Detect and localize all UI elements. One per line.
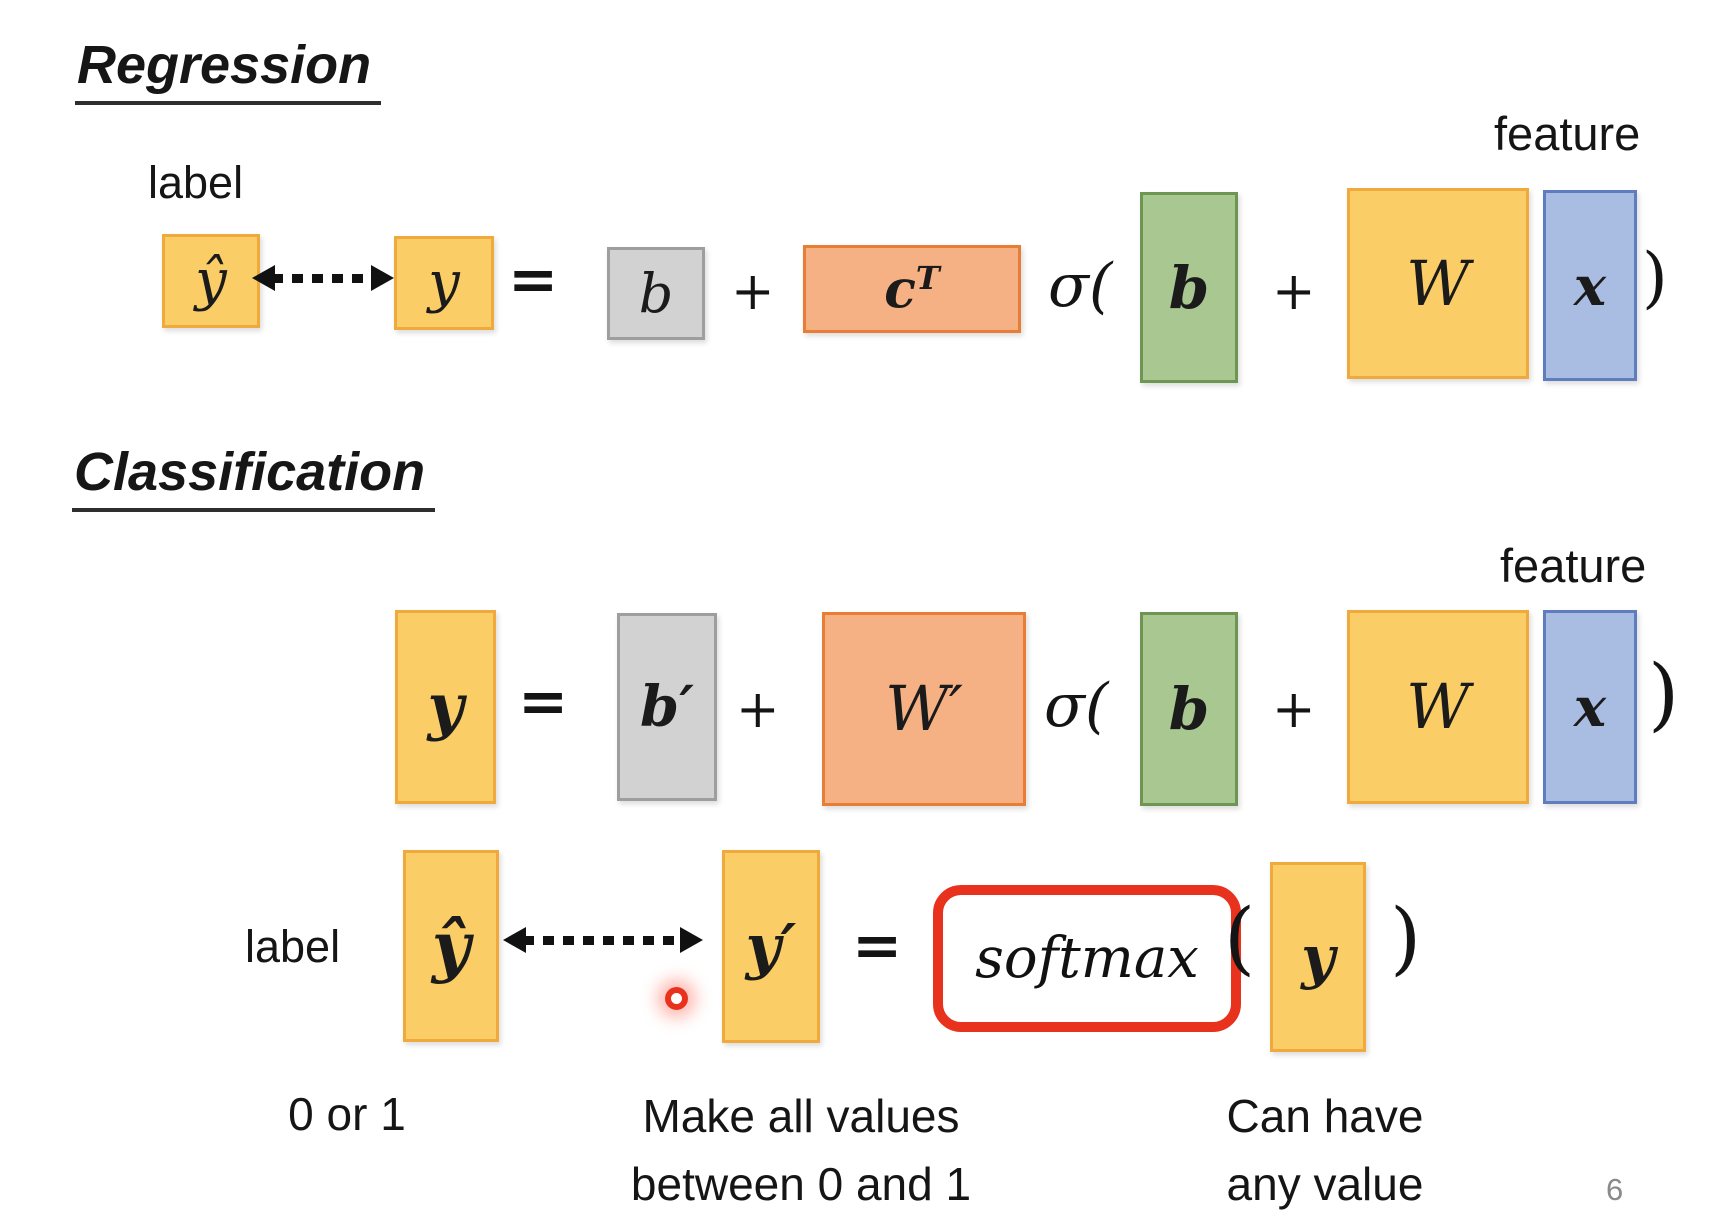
regression-b-vector-symbol: b: [1168, 253, 1210, 322]
softmax-y-input-box: y: [1270, 862, 1366, 1052]
regression-yhat-box: ŷ: [162, 234, 260, 328]
classification-w-prime-symbol: W′: [885, 672, 963, 745]
classification-x-vector-box: x: [1543, 610, 1637, 804]
classification-y-box: y: [395, 610, 496, 804]
page-number: 6: [1606, 1172, 1624, 1207]
softmax-equals-sign: =: [852, 911, 903, 981]
caption-zero-or-one: 0 or 1: [288, 1088, 406, 1140]
classification-b-prime-symbol: b′: [640, 674, 694, 740]
regression-feature-caption: feature: [1494, 107, 1641, 160]
arrow-left-head-icon: [252, 265, 275, 291]
arrow-dashed-line: [272, 273, 374, 283]
classification-y-symbol: y: [427, 670, 464, 743]
arrow-right-head-icon: [680, 927, 703, 953]
regression-y-box: y: [394, 236, 494, 330]
classification-plus-sign: +: [736, 680, 780, 740]
classification-b-vector-symbol: b: [1168, 675, 1210, 743]
softmax-function-label: softmax: [975, 925, 1199, 991]
classification-b-vector-box: b: [1140, 612, 1238, 806]
softmax-y-prime-symbol: y′: [745, 911, 797, 982]
regression-w-symbol: W: [1406, 246, 1470, 320]
classification-section-header: Classification: [72, 441, 436, 513]
regression-x-vector-box: x: [1543, 190, 1637, 381]
softmax-highlight-outline: softmax: [933, 885, 1241, 1032]
softmax-compare-arrow: [503, 926, 703, 954]
caption-can-have-line2: any value: [1226, 1158, 1424, 1211]
regression-yhat-symbol: ŷ: [195, 248, 227, 313]
classification-w-symbol: W: [1406, 670, 1470, 743]
softmax-y-input-symbol: y: [1301, 923, 1335, 991]
regression-y-symbol: y: [428, 250, 460, 315]
laser-pointer-dot: [665, 987, 688, 1010]
classification-equals-sign: =: [518, 667, 569, 737]
regression-paren-close: ): [1642, 239, 1668, 316]
softmax-paren-close: ): [1390, 891, 1422, 984]
regression-w-matrix-box: W: [1347, 188, 1529, 379]
classification-x-symbol: x: [1573, 675, 1607, 739]
softmax-paren-open: (: [1224, 891, 1256, 984]
regression-ct-vector-box: cT: [803, 245, 1021, 333]
classification-title: Classification: [72, 441, 436, 513]
softmax-y-prime-box: y′: [722, 850, 820, 1043]
classification-feature-caption: feature: [1500, 539, 1647, 592]
caption-can-have-any-value: Can have any value: [1160, 1082, 1490, 1218]
regression-plus-sign: +: [731, 262, 775, 322]
regression-section-header: Regression: [75, 34, 382, 106]
regression-ct-symbol: cT: [884, 258, 940, 321]
regression-title: Regression: [75, 34, 382, 106]
arrow-left-head-icon: [503, 927, 526, 953]
caption-make-all-values-line1: Make all values: [642, 1090, 960, 1142]
regression-sigma-open: σ(: [1048, 251, 1113, 321]
caption-make-all-values: Make all values between 0 and 1: [601, 1082, 1001, 1218]
arrow-right-head-icon: [371, 265, 394, 291]
caption-can-have-line1: Can have: [1226, 1090, 1424, 1142]
classification-b-prime-box: b′: [617, 613, 717, 801]
regression-bias-b-symbol: b: [638, 261, 674, 325]
arrow-dashed-line: [523, 935, 683, 945]
regression-compare-arrow: [252, 264, 394, 292]
regression-equals-sign: =: [508, 245, 559, 315]
regression-label-caption: label: [148, 157, 244, 208]
caption-make-all-values-line2: between 0 and 1: [630, 1158, 972, 1211]
regression-x-symbol: x: [1573, 253, 1607, 318]
classification-paren-close: ): [1648, 647, 1680, 740]
softmax-yhat-box: ŷ: [403, 850, 499, 1042]
classification-sigma-open: σ(: [1044, 671, 1109, 741]
classification-w-prime-box: W′: [822, 612, 1026, 806]
classification-label-caption: label: [245, 921, 341, 972]
classification-w-matrix-box: W: [1347, 610, 1529, 804]
regression-bias-b-box: b: [607, 247, 705, 340]
regression-plus-sign-2: +: [1272, 262, 1316, 322]
classification-plus-sign-2: +: [1272, 680, 1316, 740]
softmax-yhat-symbol: ŷ: [431, 907, 471, 985]
regression-b-vector-box: b: [1140, 192, 1238, 383]
